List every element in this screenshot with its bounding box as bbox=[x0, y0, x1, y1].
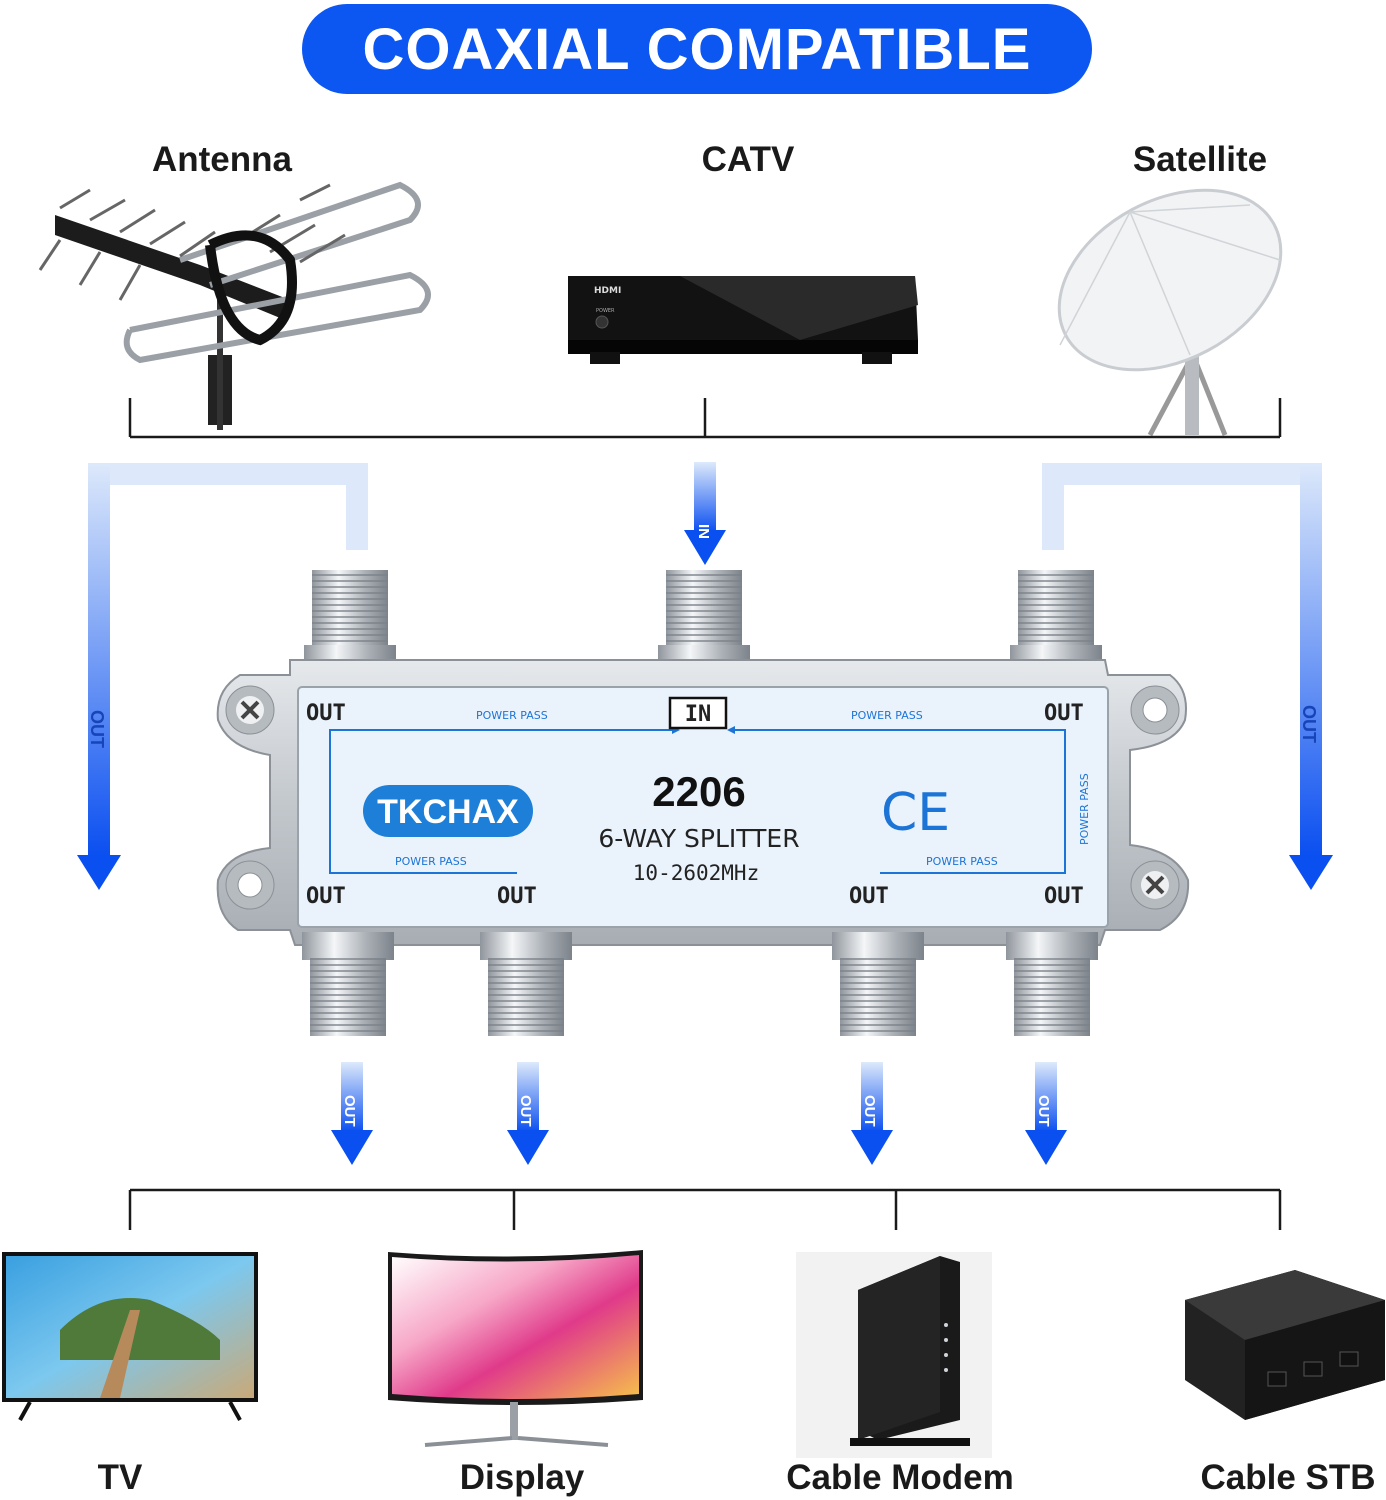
splitter-type: 6-WAY SPLITTER bbox=[598, 824, 799, 853]
out-port-label-bottom-4: OUT bbox=[1044, 884, 1084, 909]
tv-icon bbox=[2, 1252, 258, 1421]
in-arrow: IN bbox=[684, 462, 726, 565]
device-bracket bbox=[128, 1188, 1282, 1230]
out-arrow-label-1: OUT bbox=[341, 1095, 358, 1127]
out-port-label-bottom-2: OUT bbox=[497, 884, 537, 909]
bottom-fitting-1 bbox=[302, 932, 394, 1036]
source-label-antenna: Antenna bbox=[152, 140, 292, 179]
power-pass-label-top-right: POWER PASS bbox=[851, 709, 923, 722]
out-arrow-label-4: OUT bbox=[1035, 1095, 1052, 1127]
power-pass-label-top-left: POWER PASS bbox=[476, 709, 548, 722]
antenna-icon bbox=[38, 181, 431, 430]
out-port-label-top-right: OUT bbox=[1044, 701, 1084, 726]
frequency-range: 10-2602MHz bbox=[633, 861, 759, 885]
cable-modem-icon bbox=[796, 1252, 992, 1458]
set-top-box-icon bbox=[1185, 1270, 1385, 1420]
satellite-dish-icon bbox=[1057, 188, 1283, 437]
in-arrow-label: IN bbox=[695, 524, 712, 539]
left-out-arrow: OUT bbox=[77, 463, 368, 890]
ce-mark: CE bbox=[881, 783, 950, 843]
power-pass-label-vertical: POWER PASS bbox=[1078, 773, 1091, 845]
brand-logo: TKCHAX bbox=[377, 793, 519, 831]
out-port-label-top-left: OUT bbox=[306, 701, 346, 726]
in-port-label: IN bbox=[685, 702, 712, 727]
top-fitting-left bbox=[304, 570, 396, 675]
catv-box-icon: HDMI POWER bbox=[568, 276, 918, 364]
catv-brand-text: HDMI bbox=[594, 286, 621, 296]
out-port-label-bottom-3: OUT bbox=[849, 884, 889, 909]
source-bracket bbox=[128, 398, 1282, 439]
left-arrow-label: OUT bbox=[87, 710, 107, 748]
banner-title: COAXIAL COMPATIBLE bbox=[362, 16, 1032, 82]
device-label-display: Display bbox=[459, 1458, 585, 1497]
catv-power-text: POWER bbox=[596, 308, 615, 314]
top-fitting-right bbox=[1010, 570, 1102, 675]
splitter-label: IN OUT OUT OUT OUT OUT OUT POWER PASS PO… bbox=[306, 696, 1091, 909]
model-number: 2206 bbox=[652, 768, 745, 815]
source-label-satellite: Satellite bbox=[1132, 140, 1268, 179]
bottom-fitting-3 bbox=[832, 932, 924, 1036]
out-arrow-label-3: OUT bbox=[861, 1095, 878, 1127]
bottom-fitting-2 bbox=[480, 932, 572, 1036]
right-arrow-label: OUT bbox=[1299, 705, 1319, 743]
out-arrow-4: OUT bbox=[1025, 1062, 1067, 1165]
out-arrow-label-2: OUT bbox=[517, 1095, 534, 1127]
device-label-tv: TV bbox=[97, 1458, 143, 1497]
right-out-arrow: OUT bbox=[1042, 463, 1333, 890]
out-arrow-3: OUT bbox=[851, 1062, 893, 1165]
out-arrow-1: OUT bbox=[331, 1062, 373, 1165]
title-banner: COAXIAL COMPATIBLE bbox=[302, 4, 1092, 94]
bottom-fitting-4 bbox=[1006, 932, 1098, 1036]
device-label-cable-stb: Cable STB bbox=[1200, 1458, 1376, 1497]
device-label-cable-modem: Cable Modem bbox=[786, 1458, 1014, 1497]
power-pass-label-bottom-right: POWER PASS bbox=[926, 855, 998, 868]
curved-monitor-icon bbox=[388, 1250, 643, 1447]
out-arrow-2: OUT bbox=[507, 1062, 549, 1165]
source-label-catv: CATV bbox=[701, 140, 795, 179]
power-pass-label-bottom-left: POWER PASS bbox=[395, 855, 467, 868]
out-port-label-bottom-1: OUT bbox=[306, 884, 346, 909]
